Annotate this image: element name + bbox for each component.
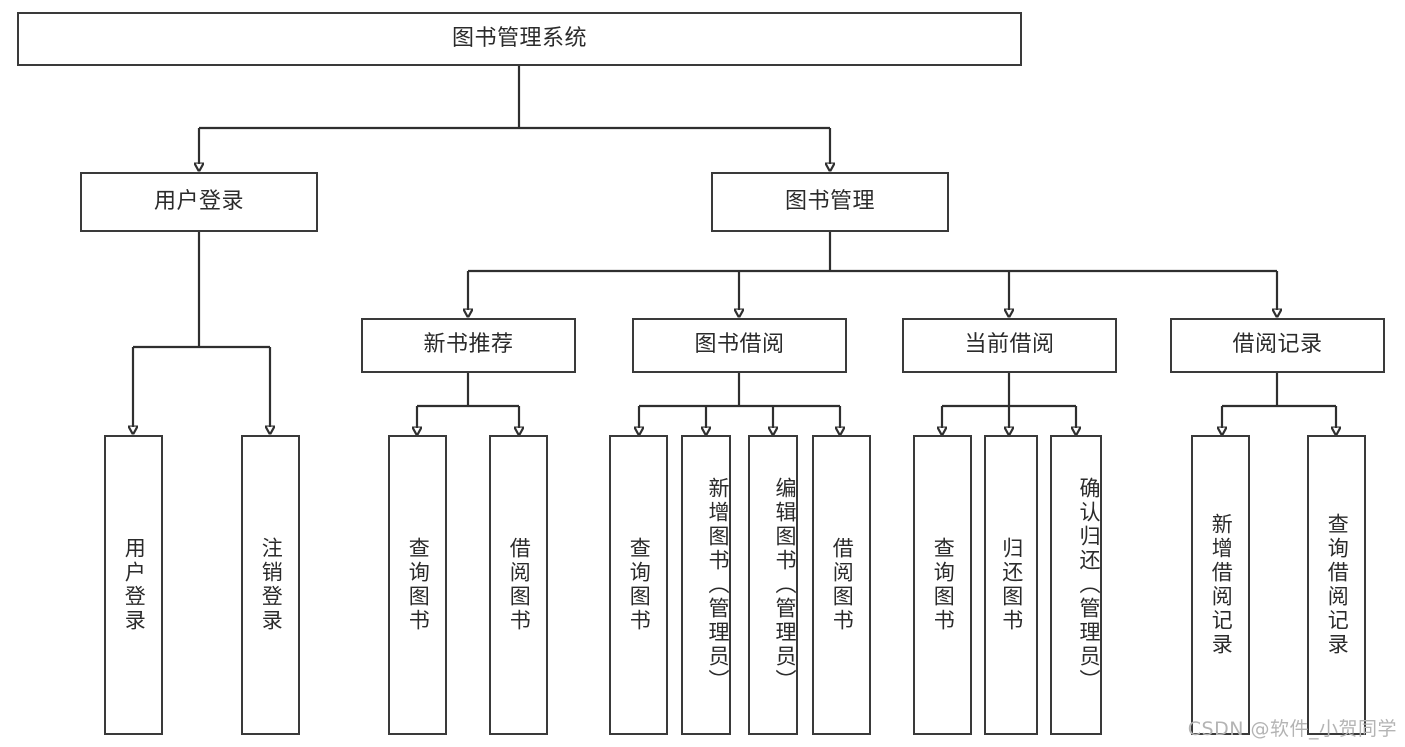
node-new-book-recommend[interactable]: 新书推荐: [361, 318, 576, 373]
leaf-borrow-add-book-admin[interactable]: 新增图书（管理员）: [681, 435, 731, 735]
leaf-user-login-signout[interactable]: 注销登录: [241, 435, 300, 735]
leaf-record-add-borrow-record[interactable]: 新增借阅记录: [1191, 435, 1250, 735]
node-book-management[interactable]: 图书管理: [711, 172, 949, 232]
leaf-borrow-borrow-book[interactable]: 借阅图书: [812, 435, 871, 735]
csdn-watermark: CSDN @软件_小贺同学: [1187, 718, 1397, 740]
leaf-new-book-borrow-book[interactable]: 借阅图书: [489, 435, 548, 735]
leaf-user-login-signin[interactable]: 用户登录: [104, 435, 163, 735]
leaf-borrow-edit-book-admin[interactable]: 编辑图书（管理员）: [748, 435, 798, 735]
leaf-new-book-query-book[interactable]: 查询图书: [388, 435, 447, 735]
leaf-current-return-book[interactable]: 归还图书: [984, 435, 1038, 735]
leaf-current-query-book[interactable]: 查询图书: [913, 435, 972, 735]
node-borrow-record[interactable]: 借阅记录: [1170, 318, 1385, 373]
node-user-login[interactable]: 用户登录: [80, 172, 318, 232]
leaf-record-query-borrow-record[interactable]: 查询借阅记录: [1307, 435, 1366, 735]
node-root-book-management-system[interactable]: 图书管理系统: [17, 12, 1022, 66]
leaf-borrow-query-book[interactable]: 查询图书: [609, 435, 668, 735]
node-book-borrow[interactable]: 图书借阅: [632, 318, 847, 373]
node-current-borrow[interactable]: 当前借阅: [902, 318, 1117, 373]
leaf-current-confirm-return-admin[interactable]: 确认归还（管理员）: [1050, 435, 1102, 735]
